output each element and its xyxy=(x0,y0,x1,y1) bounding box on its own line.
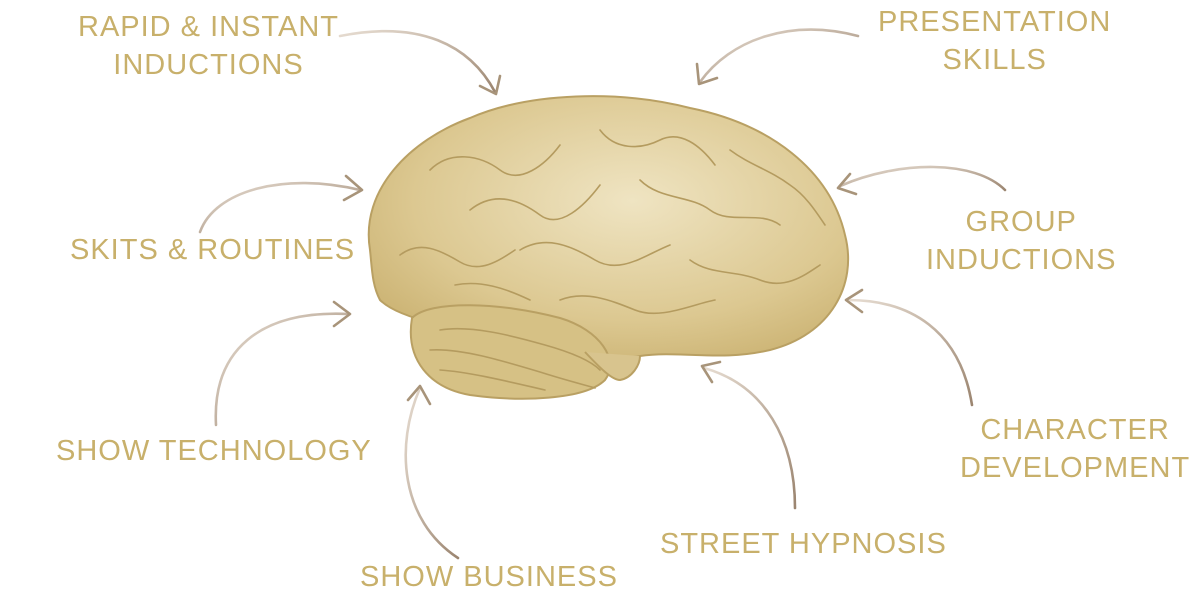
label-rapid-line-1: RAPID & INSTANT xyxy=(78,11,339,43)
label-rapid-instant-inductions: RAPID & INSTANT INDUCTIONS xyxy=(78,8,339,84)
arrow-group-icon xyxy=(836,165,1007,196)
arrow-show-business-icon xyxy=(404,384,460,560)
brain-icon xyxy=(367,95,850,400)
arrow-street-icon xyxy=(700,360,797,510)
arrow-character-icon xyxy=(844,288,974,407)
arrow-rapid-instant-icon xyxy=(338,29,502,96)
label-group-line-1: GROUP xyxy=(965,206,1077,238)
arrow-presentation-icon xyxy=(695,28,860,86)
label-presentation-line-1: PRESENTATION xyxy=(878,6,1112,38)
label-rapid-line-2: INDUCTIONS xyxy=(113,49,304,81)
label-group-line-2: INDUCTIONS xyxy=(926,244,1117,276)
label-character-development: CHARACTER DEVELOPMENT xyxy=(960,411,1190,487)
arrow-skits-icon xyxy=(198,174,364,234)
label-presentation-line-2: SKILLS xyxy=(942,44,1047,76)
arrow-show-tech-icon xyxy=(214,300,352,427)
label-show-business: SHOW BUSINESS xyxy=(360,561,618,593)
label-presentation-skills: PRESENTATION SKILLS xyxy=(878,3,1111,79)
label-skits-routines: SKITS & ROUTINES xyxy=(70,234,356,266)
label-street-hypnosis: STREET HYPNOSIS xyxy=(660,528,947,560)
label-show-technology: SHOW TECHNOLOGY xyxy=(56,435,372,467)
label-character-line-2: DEVELOPMENT xyxy=(960,452,1191,484)
arrows xyxy=(198,28,1007,560)
label-character-line-1: CHARACTER xyxy=(980,414,1170,446)
label-group-inductions: GROUP INDUCTIONS xyxy=(926,203,1116,279)
